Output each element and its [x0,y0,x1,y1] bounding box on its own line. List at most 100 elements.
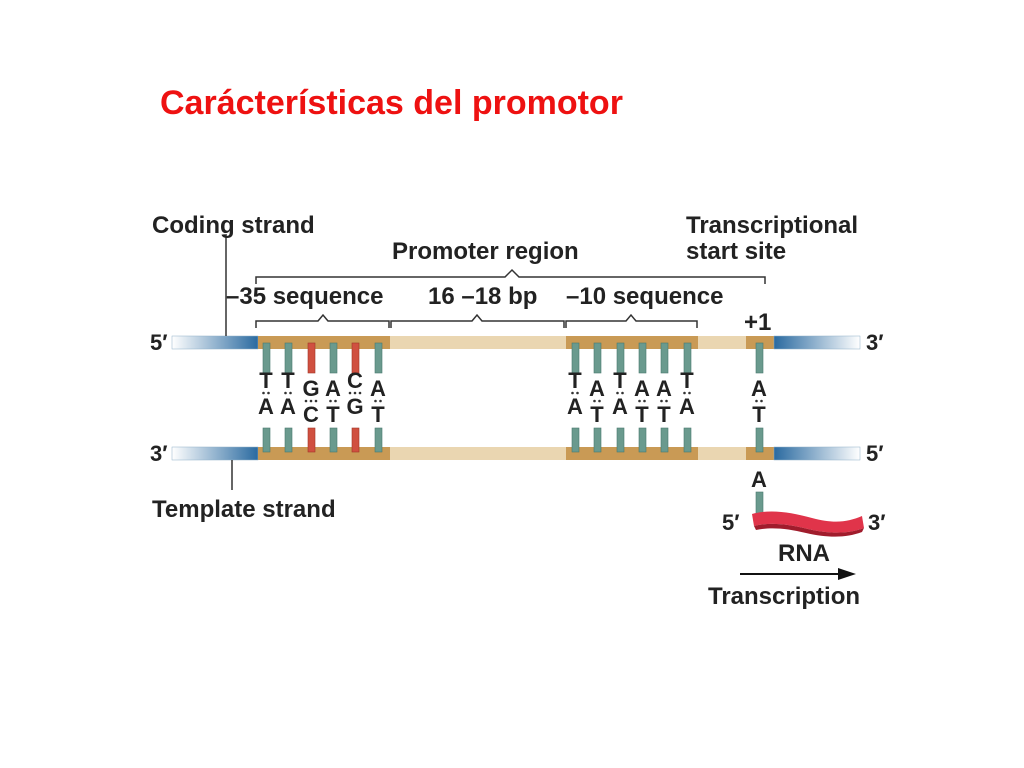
base-pair: TA [280,342,296,453]
coding-3prime-label: 3′ [866,330,884,355]
template-5prime-label: 5′ [866,441,884,466]
coding-base-letter: A [325,376,341,401]
h-bond-dot [374,399,377,403]
coding-strand-label: Coding strand [152,212,315,239]
base-pair: AT [634,342,650,453]
coding-base-letter: T [568,368,582,393]
coding-base-letter: A [751,376,767,401]
base-pair: TA [567,342,583,453]
h-bond-dot [616,391,619,395]
base-stick-top [329,342,338,374]
template-base-letter: T [590,402,604,427]
h-bond-dot [304,399,308,403]
base-stick-bottom [616,427,625,453]
h-bond-dot [262,391,265,395]
base-stick-bottom [374,427,383,453]
base-stick-top [307,342,316,374]
base-pair: AT [589,342,605,453]
base-stick-top [683,342,692,374]
base-pair: TA [679,342,695,453]
base-pair: GC [302,342,320,453]
minus10-bracket [565,313,698,328]
coding-base-letter: A [656,376,672,401]
rna-5prime-label: 5′ [722,510,740,535]
template-base-letter: T [752,402,766,427]
h-bond-dot [571,391,574,395]
rna-strand [752,511,864,533]
base-stick-bottom [262,427,271,453]
template-base-letter: T [371,402,385,427]
h-bond-dot [660,399,663,403]
base-stick-top [571,342,580,374]
base-stick-bottom [660,427,669,453]
start-site-label-line2: start site [686,238,786,265]
coding-base-letter: A [634,376,650,401]
transcription-arrowhead [838,568,856,580]
base-stick-bottom [593,427,602,453]
h-bond-dot [576,391,579,395]
h-bond-dot [683,391,686,395]
coding-base-letter: A [589,376,605,401]
h-bond-dot [284,391,287,395]
spacer-label: 16 –18 bp [428,283,537,310]
minus35-label: –35 sequence [226,283,383,310]
template-base-letter: G [346,394,363,419]
coding-base-letter: G [302,376,319,401]
h-bond-dot [760,399,763,403]
base-stick-bottom [571,427,580,453]
plus1-label: +1 [744,309,771,336]
base-stick-bottom [307,427,316,453]
base-stick-bottom [351,427,360,453]
template-base-letter: A [280,394,296,419]
base-stick-bottom [284,427,293,453]
h-bond-dot [358,391,362,395]
spacer-bracket [390,313,565,328]
h-bond-dot [289,391,292,395]
h-bond-dot [267,391,270,395]
coding-base-letter: T [281,368,295,393]
coding-base-letter: T [613,368,627,393]
rna-3prime-label: 3′ [868,510,886,535]
template-base-letter: T [326,402,340,427]
template-base-letter: C [303,402,319,427]
coding-strand [171,335,861,350]
base-stick-bottom [638,427,647,453]
base-stick-top [284,342,293,374]
base-pair: TA [612,342,628,453]
h-bond-dot [665,399,668,403]
coding-base-letter: T [259,368,273,393]
start-site-label-line1: Transcriptional [686,212,858,239]
transcription-label: Transcription [708,583,860,610]
template-base-letter: A [679,394,695,419]
template-base-letter: A [612,394,628,419]
h-bond-dot [348,391,352,395]
coding-base-letter: T [680,368,694,393]
base-pair: AT [751,342,767,453]
h-bond-dot [334,399,337,403]
coding-base-letter: C [347,368,363,393]
minus10-label: –10 sequence [566,283,723,310]
template-base-letter: A [567,394,583,419]
h-bond-dot [314,399,318,403]
base-pair: AT [370,342,386,453]
base-stick-top [374,342,383,374]
promoter-region-label: Promoter region [392,238,579,265]
h-bond-dot [353,391,357,395]
template-base-letter: T [657,402,671,427]
h-bond-dot [638,399,641,403]
base-stick-bottom [755,427,764,453]
coding-base-letter: A [370,376,386,401]
base-pair: AT [656,342,672,453]
h-bond-dot [593,399,596,403]
base-stick-top [755,342,764,374]
base-stick-top [262,342,271,374]
template-3prime-label: 3′ [150,441,168,466]
base-stick-top [593,342,602,374]
base-pair: AT [325,342,341,453]
minus35-bracket [255,313,390,328]
template-base-letter: A [258,394,274,419]
h-bond-dot [643,399,646,403]
